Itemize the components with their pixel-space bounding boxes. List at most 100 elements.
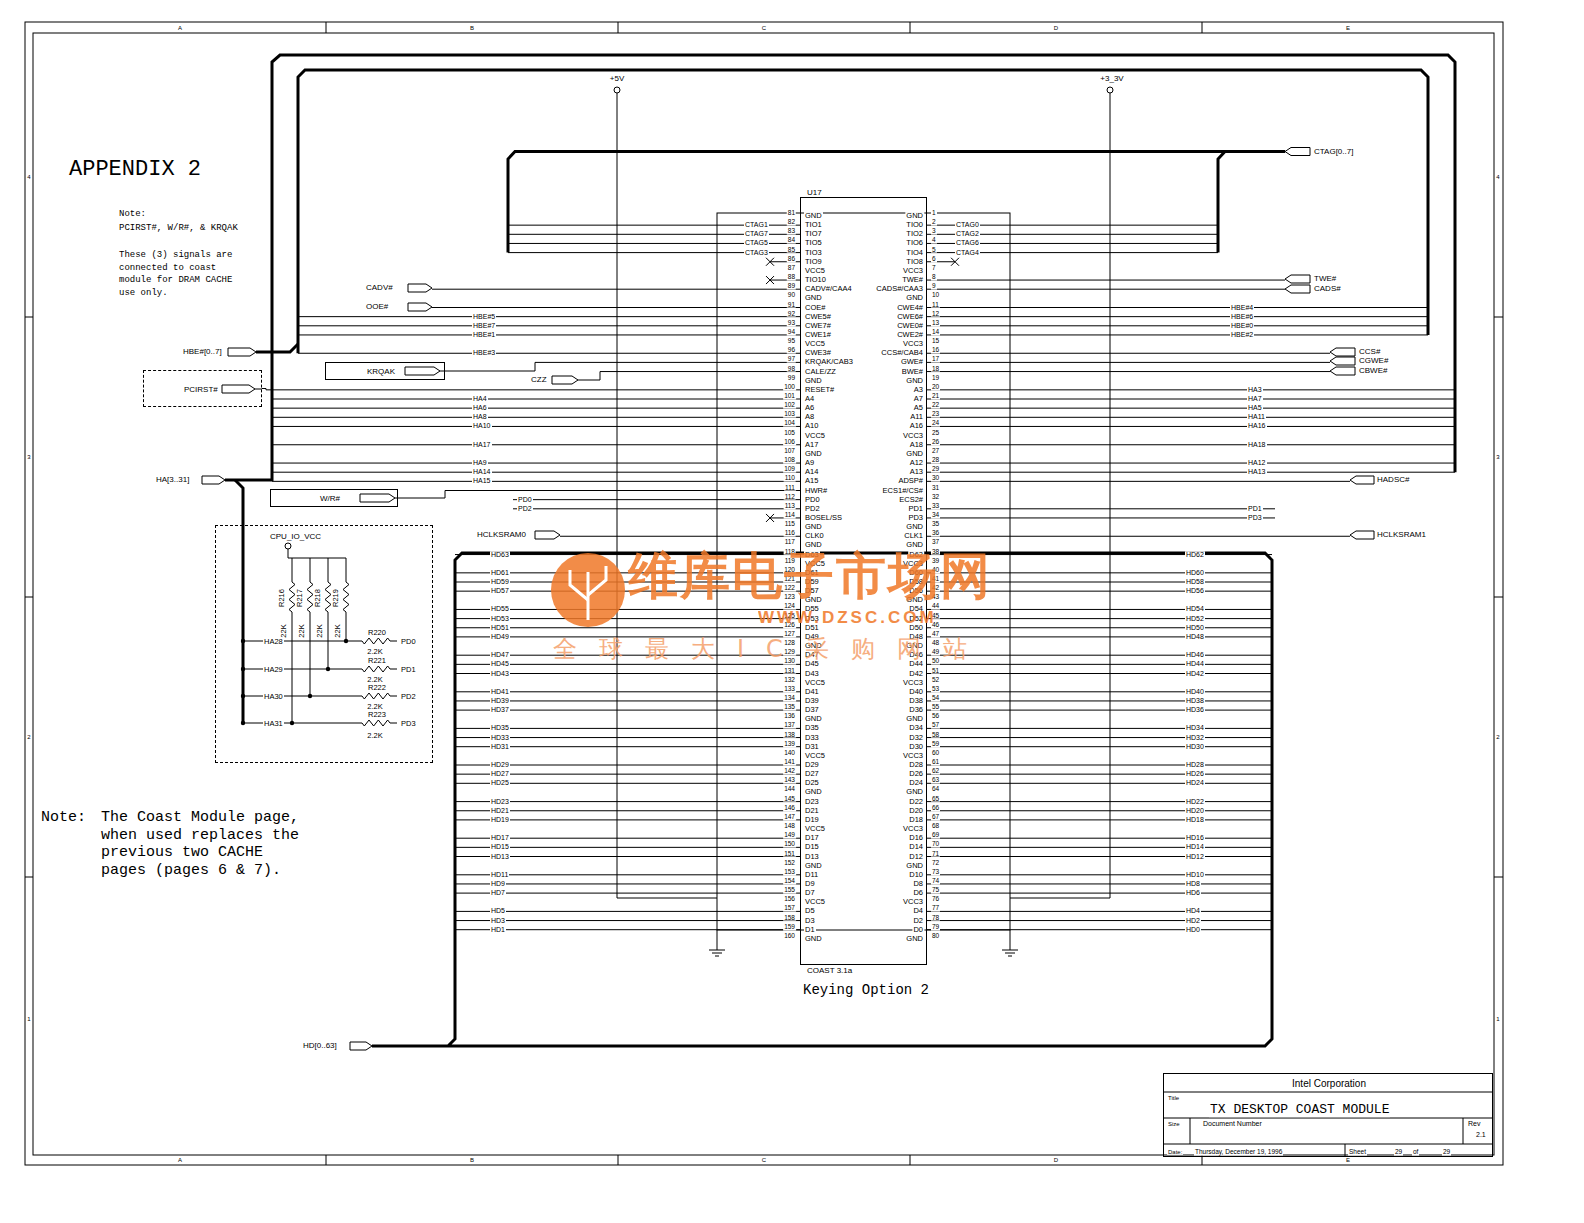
pin-name: TIO7 [804, 230, 823, 238]
pin-name: D4 [912, 907, 924, 915]
power-rail [1010, 93, 1110, 898]
signal-wire [927, 508, 1275, 509]
no-connect-mark [951, 258, 959, 266]
port-box: W/R# [270, 489, 398, 507]
node-text: PD2 [400, 693, 417, 701]
pin-name: TIO4 [905, 249, 924, 257]
signal-wire [927, 389, 1455, 390]
pin-number: 25 [931, 429, 940, 436]
pin-number: 11 [931, 301, 940, 308]
pin-number: 32 [931, 493, 940, 500]
pin-number: 72 [931, 859, 940, 866]
signal-wire [927, 856, 1272, 857]
pin-name: TIO10 [804, 276, 827, 284]
node-text: COAST 3.1a [806, 967, 853, 975]
pin-name: D43 [804, 670, 820, 678]
signal-name: CTAG0 [955, 221, 980, 228]
signal-name: HD16 [1185, 835, 1205, 842]
node-text: 2.2K [366, 732, 383, 740]
pin-number: 55 [931, 704, 940, 711]
junction-dot [241, 694, 245, 698]
zone-tick [910, 1155, 911, 1165]
node-text: PD1 [400, 666, 417, 674]
port-name: CADS# [1313, 285, 1342, 293]
signal-wire [927, 801, 1272, 802]
pin-name: A14 [804, 468, 819, 476]
signal-name: HD44 [1185, 661, 1205, 668]
pin-number: 133 [783, 685, 796, 692]
signal-name: HD62 [1185, 551, 1205, 558]
power-terminal [285, 543, 291, 549]
pin-number: 8 [931, 274, 937, 281]
pin-number: 109 [783, 466, 796, 473]
resistor-lead [292, 558, 293, 582]
pin-name: A3 [913, 386, 924, 394]
node-text: R223 [367, 711, 387, 719]
signal-wire [927, 710, 1272, 711]
signal-name: HBE#5 [472, 313, 496, 320]
signal-name: HD10 [1185, 871, 1205, 878]
zone-marker: 2 [26, 734, 31, 740]
pin-name: D33 [804, 734, 820, 742]
node-text: HA29 [263, 666, 284, 674]
pin-number: 22 [931, 402, 940, 409]
pin-number: 100 [783, 383, 796, 390]
pin-name: GND [905, 935, 924, 943]
node-text: of [1412, 1149, 1419, 1156]
signal-wire [272, 399, 800, 400]
pin-number: 144 [783, 786, 796, 793]
signal-name: HD50 [1185, 624, 1205, 631]
signal-name: HA11 [1247, 414, 1266, 421]
signal-name: CTAG5 [744, 240, 769, 247]
zone-tick [326, 22, 327, 33]
pin-number: 157 [783, 905, 796, 912]
note-text: +3_3V [1099, 75, 1124, 83]
pin-name: D14 [908, 843, 924, 851]
signal-name: HD59 [490, 578, 510, 585]
pin-name: D6 [912, 889, 924, 897]
port-name: TWE# [1313, 275, 1337, 283]
signal-name: HD8 [1185, 880, 1201, 887]
signal-wire [298, 334, 800, 335]
signal-name: HD55 [490, 606, 510, 613]
pin-name: D37 [804, 706, 820, 714]
signal-name: HD40 [1185, 688, 1205, 695]
pin-number: 18 [931, 365, 940, 372]
pin-name: A16 [909, 423, 924, 431]
signal-name: HBE#6 [1230, 313, 1254, 320]
pin-number: 92 [787, 310, 796, 317]
pin-name: CWE2# [896, 331, 924, 339]
signal-connector [262, 389, 800, 390]
pin-name: GND [804, 715, 823, 723]
pin-number: 148 [783, 823, 796, 830]
zone-tick [1494, 317, 1503, 318]
pin-number: 19 [931, 374, 940, 381]
pin-name: CADV#/CAA4 [804, 285, 853, 293]
pin-name: D16 [908, 834, 924, 842]
pin-number: 99 [787, 374, 796, 381]
pin-number: 16 [931, 347, 940, 354]
signal-wire [255, 389, 262, 390]
pin-name: D12 [908, 853, 924, 861]
signal-name: HD31 [490, 743, 510, 750]
node-text: Thursday, December 19, 1996 [1194, 1149, 1283, 1156]
pin-number: 69 [931, 832, 940, 839]
pin-name: A8 [804, 413, 815, 421]
signal-name: HD45 [490, 661, 510, 668]
signal-wire [927, 426, 1455, 427]
pin-name: CLK0 [804, 532, 825, 540]
pin-number: 146 [783, 804, 796, 811]
node-text: Document Number [1202, 1120, 1263, 1127]
port-name: CGWE# [1358, 357, 1389, 365]
pin-name: D39 [804, 697, 820, 705]
offpage-port [1350, 476, 1374, 484]
port-name: HD[0..63] [302, 1042, 338, 1050]
pin-name: TIO3 [804, 249, 823, 257]
pin-number: 63 [931, 777, 940, 784]
pin-number: 84 [787, 237, 796, 244]
signal-wire [455, 929, 800, 930]
pin-name: VCC5 [804, 340, 826, 348]
offpage-port [535, 531, 560, 539]
pin-name: A17 [804, 441, 819, 449]
pin-number: 79 [931, 923, 940, 930]
